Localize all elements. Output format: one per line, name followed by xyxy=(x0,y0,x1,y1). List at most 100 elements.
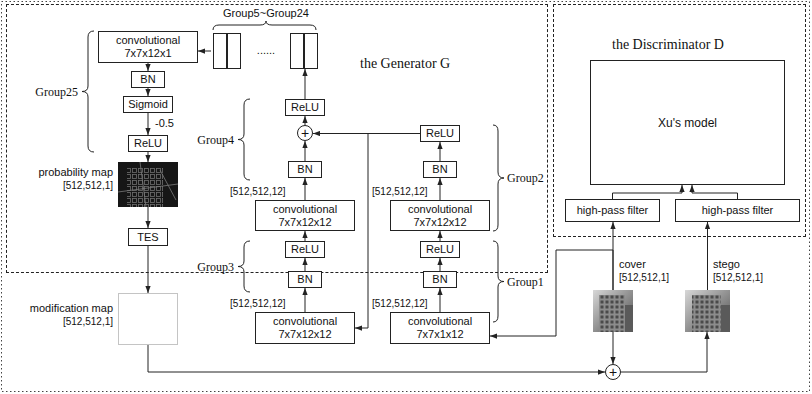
image-texture xyxy=(692,295,721,332)
connector-arrow xyxy=(692,185,738,199)
box-label: Xu's model xyxy=(658,116,717,130)
box-label: convolutional xyxy=(408,203,472,216)
process-box: BN xyxy=(423,161,457,178)
dimension-label: [512,512,12] xyxy=(372,186,432,198)
box-label: high-pass filter xyxy=(577,204,649,217)
connector-arrow xyxy=(613,185,683,199)
box-label: high-pass filter xyxy=(702,204,774,217)
region-title: the Discriminator D xyxy=(612,36,782,53)
brace xyxy=(238,241,250,292)
image-edges xyxy=(118,162,178,207)
image-label: cover xyxy=(619,258,679,271)
layer-block xyxy=(291,34,304,69)
image-building xyxy=(692,295,721,332)
box-label: ReLU xyxy=(426,243,454,256)
box-label: ReLU xyxy=(291,101,319,114)
process-box: BN xyxy=(288,271,322,288)
process-box: BN xyxy=(423,271,457,288)
connector-arrow xyxy=(440,142,441,161)
image-node: probability map[512,512,1] xyxy=(118,162,178,207)
image-building xyxy=(599,295,625,332)
brace xyxy=(213,21,316,30)
dimension-label: [512,512,12] xyxy=(230,186,290,198)
group-label: Group3 xyxy=(188,260,234,274)
box-label: BN xyxy=(297,163,312,176)
box-label: convolutional xyxy=(408,315,472,328)
box-label: convolutional xyxy=(273,315,337,328)
box-label: 7x7x12x12 xyxy=(278,328,331,341)
box-label: BN xyxy=(432,163,447,176)
connector-arrow xyxy=(148,152,149,162)
box-label: convolutional xyxy=(273,203,337,216)
stego-image xyxy=(685,290,730,332)
connector-arrow xyxy=(198,51,211,52)
connector-arrow xyxy=(440,178,441,200)
process-box: Sigmoid xyxy=(123,96,173,113)
image-label: [512,512,1] xyxy=(10,316,113,328)
connector-arrow xyxy=(621,332,707,372)
process-box: ReLU xyxy=(420,125,460,142)
layer-group: Group5~Group24...... xyxy=(211,33,321,69)
dimension-label: [512,512,12] xyxy=(372,298,432,310)
box-label: ReLU xyxy=(291,243,319,256)
box-label: BN xyxy=(432,273,447,286)
connector-arrow xyxy=(305,69,306,99)
connector-arrow xyxy=(148,246,149,293)
box-label: 7x7x12x12 xyxy=(278,216,331,229)
image-building xyxy=(625,305,633,332)
connector-arrow xyxy=(305,178,306,200)
image-label: [512,512,1] xyxy=(713,272,783,284)
process-box: high-pass filter xyxy=(565,199,660,222)
connector-arrow xyxy=(148,113,149,135)
box-label: 7x7x12x1 xyxy=(124,47,171,60)
cover-image xyxy=(593,290,633,332)
process-box: convolutional7x7x12x12 xyxy=(255,312,355,344)
dimension-label: [512,512,12] xyxy=(230,298,290,310)
image-label: [512,512,1] xyxy=(10,180,113,192)
connector-arrow xyxy=(305,288,306,312)
process-box: convolutional7x7x12x12 xyxy=(390,200,490,231)
box-label: BN xyxy=(140,73,155,86)
box-label: convolutional xyxy=(116,34,180,47)
process-box: ReLU xyxy=(285,99,325,116)
brace xyxy=(493,241,504,322)
connector-arrow xyxy=(305,141,306,161)
connector-arrow xyxy=(305,258,306,271)
layer-blocks xyxy=(214,34,318,69)
image-ground xyxy=(593,290,633,332)
layer-block xyxy=(305,34,318,69)
group-label: ...... xyxy=(246,44,286,57)
connector-arrow xyxy=(440,258,441,271)
image-node: modification map[512,512,1] xyxy=(118,293,178,345)
layer-block xyxy=(228,34,241,69)
connector-arrow xyxy=(440,231,441,241)
edge-label: -0.5 xyxy=(155,117,174,130)
group-label: Group2 xyxy=(507,171,547,185)
process-box: Xu's model xyxy=(590,60,785,185)
sum-node: + xyxy=(605,364,621,380)
connector-arrow xyxy=(148,63,149,71)
image-label: [512,512,1] xyxy=(619,272,689,284)
image-texture xyxy=(599,295,625,332)
connector-arrow xyxy=(613,332,614,364)
brace xyxy=(238,99,250,180)
box-label: 7x7x1x12 xyxy=(416,328,463,341)
image-label: modification map xyxy=(10,302,113,315)
box-label: ReLU xyxy=(426,127,454,140)
image-label: probability map xyxy=(10,166,113,179)
process-box: high-pass filter xyxy=(675,199,800,222)
process-box: BN xyxy=(131,71,165,88)
connector-arrow xyxy=(305,231,306,241)
box-label: 7x7x12x12 xyxy=(413,216,466,229)
group-label: Group25 xyxy=(20,85,78,99)
image-node: cover[512,512,1] xyxy=(593,290,633,332)
process-box: BN xyxy=(288,161,322,178)
brace xyxy=(82,31,94,152)
process-box: convolutional7x7x12x12 xyxy=(255,200,355,231)
sum-symbol: + xyxy=(609,365,617,379)
connector-arrow xyxy=(148,345,605,372)
group-label: Group4 xyxy=(188,133,234,147)
image-ground xyxy=(685,290,730,332)
